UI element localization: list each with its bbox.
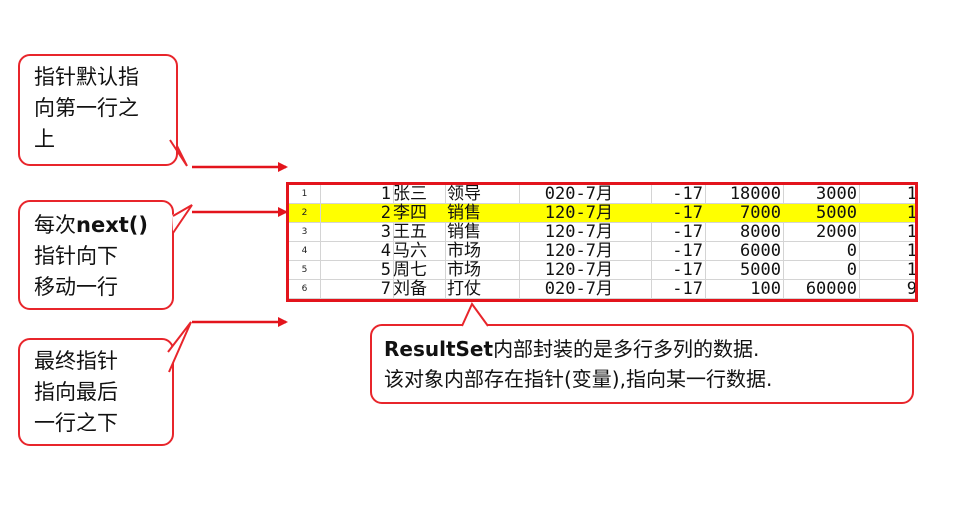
cell-name: 周七 [393,260,427,280]
cell-date: 20-7月 [555,203,613,223]
cell-flag: 1 [544,222,555,242]
cell-dept: 领导 [447,184,481,204]
cell-name: 李四 [393,203,427,223]
cell-salary: 18000 [729,184,781,204]
cell-name: 刘备 [393,279,427,299]
cell-bonus: 0 [846,260,857,280]
cell-date: 20-7月 [555,279,613,299]
cell-salary: 100 [750,279,781,299]
cell-dept-id: 1 [906,241,917,261]
callout-next-move-text: 每次next() 指针向下 移动一行 [34,210,148,303]
cell-dept-id: 1 [906,260,917,280]
cell-dept-id: 1 [906,222,917,242]
cell-id: 3 [380,222,391,242]
cell-name: 马六 [393,241,427,261]
callout-next-rest: 指针向下 移动一行 [34,244,118,299]
callout-next-move: 每次next() 指针向下 移动一行 [18,200,174,310]
cell-date: 20-7月 [555,184,613,204]
cell-name: 张三 [393,184,427,204]
callout-pointer-final: 最终指针 指向最后 一行之下 [18,338,174,446]
cell-bonus: 3000 [816,184,857,204]
cell-day: -17 [672,222,703,242]
callout-next-prefix: 每次 [34,213,76,237]
cell-date: 20-7月 [555,260,613,280]
row-number: 1 [289,185,321,203]
cell-salary: 6000 [740,241,781,261]
cell-dept: 销售 [447,203,481,223]
cell-day: -17 [672,279,703,299]
cell-name: 王五 [393,222,427,242]
cell-dept: 销售 [447,222,481,242]
cell-id: 1 [380,184,391,204]
cell-dept-id: 1 [906,203,917,223]
callout-pointer-final-text: 最终指针 指向最后 一行之下 [34,349,118,435]
cell-dept-id: 9 [906,279,917,299]
cell-date: 20-7月 [555,241,613,261]
cell-salary: 7000 [740,203,781,223]
column-separator [859,185,860,299]
cell-bonus: 0 [846,241,857,261]
resultset-line1: 内部封装的是多行多列的数据. [493,337,760,361]
resultset-keyword: ResultSet [384,337,494,361]
column-separator [783,185,784,299]
cell-id: 2 [380,203,391,223]
cell-flag: 1 [544,203,555,223]
cell-day: -17 [672,260,703,280]
column-separator [651,185,652,299]
cell-day: -17 [672,184,703,204]
cell-flag: 1 [544,260,555,280]
cell-flag: 0 [544,279,555,299]
cell-dept: 打仗 [447,279,481,299]
resultset-line2: 该对象内部存在指针(变量),指向某一行数据. [384,367,773,391]
column-separator [445,185,446,299]
column-separator [519,185,520,299]
callout-pointer-initial-text: 指针默认指 向第一行之 上 [34,65,139,151]
column-separator [705,185,706,299]
cell-salary: 5000 [740,260,781,280]
row-number: 4 [289,242,321,260]
cell-date: 20-7月 [555,222,613,242]
column-separator [393,185,394,299]
cell-dept-id: 1 [906,184,917,204]
cell-bonus: 60000 [805,279,857,299]
callout-resultset-text: ResultSet内部封装的是多行多列的数据. 该对象内部存在指针(变量),指向某… [384,334,772,394]
cell-flag: 0 [544,184,555,204]
cell-salary: 8000 [740,222,781,242]
callout-pointer-initial: 指针默认指 向第一行之 上 [18,54,178,166]
callout-next-method: next() [76,213,148,237]
cell-bonus: 2000 [816,222,857,242]
cell-id: 4 [380,241,391,261]
row-number: 3 [289,223,321,241]
row-number: 6 [289,280,321,298]
cell-flag: 1 [544,241,555,261]
cell-bonus: 5000 [816,203,857,223]
cell-id: 5 [380,260,391,280]
cell-id: 7 [380,279,391,299]
cell-day: -17 [672,203,703,223]
cell-day: -17 [672,241,703,261]
row-number: 2 [289,204,321,222]
callout-resultset: ResultSet内部封装的是多行多列的数据. 该对象内部存在指针(变量),指向某… [370,324,914,404]
cell-dept: 市场 [447,241,481,261]
row-number: 5 [289,261,321,279]
cell-dept: 市场 [447,260,481,280]
